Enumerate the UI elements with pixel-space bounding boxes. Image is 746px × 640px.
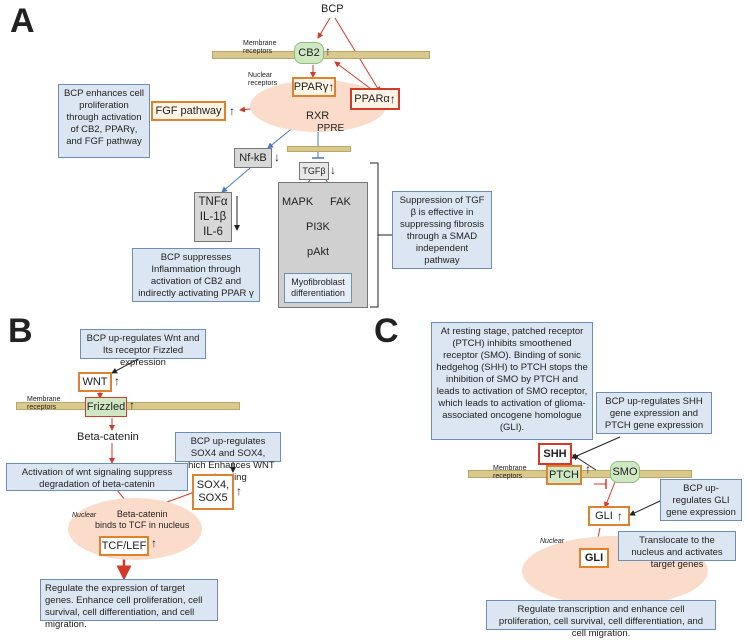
smo-receptor: SMO <box>610 461 640 483</box>
note-proliferation: BCP enhances cell proliferation through … <box>58 84 150 158</box>
up-arrow-icon: ↑ <box>229 104 235 118</box>
shh-box: SHH <box>538 443 572 465</box>
note-inflammation: BCP suppresses Inflammation through acti… <box>132 248 260 302</box>
up-arrow-icon: ↑ <box>325 44 331 58</box>
tgf-box: TGFβ <box>299 162 329 180</box>
sox-box: SOX4, SOX5 <box>192 474 234 510</box>
nfkb-box: Nf-kB <box>234 148 272 168</box>
bcp-label: BCP <box>321 3 344 15</box>
myofibroblast-box: Myofibroblast differentiation <box>284 273 352 303</box>
note-gli: BCP up-regulates GLI gene expression <box>660 479 742 521</box>
ppar-alpha-box: PPARα↑ <box>350 88 400 110</box>
ppar-gamma-box: PPARγ↑ <box>292 77 336 97</box>
up-arrow-icon: ↑ <box>236 484 242 498</box>
dna-bar <box>287 146 351 152</box>
pi3k-label: PI3K <box>306 221 330 233</box>
panel-letter-b: B <box>8 312 33 350</box>
cb2-receptor: CB2 <box>294 42 324 64</box>
up-arrow-icon: ↑ <box>328 80 335 94</box>
note-wnt: BCP up-regulates Wnt and Its receptor Fi… <box>80 329 206 368</box>
ptch-receptor: PTCH <box>546 465 582 485</box>
membrane-receptors-label-c: Membrane receptors <box>493 465 527 480</box>
fgf-pathway-box: FGF pathway <box>151 101 226 121</box>
down-arrow-icon: ↓ <box>274 150 280 164</box>
tcf-box: TCF/LEF <box>99 536 149 556</box>
up-arrow-icon: ↑ <box>129 398 135 412</box>
gli-box-1: GLI↑ <box>588 506 630 526</box>
il1-label: IL-1β <box>199 210 227 223</box>
arrow-bcp-cb2 <box>317 17 331 39</box>
pakt-label: pAkt <box>307 246 330 258</box>
il6-label: IL-6 <box>203 225 223 238</box>
membrane-receptors-label-a: Membrane receptors <box>243 40 277 55</box>
fak-label: FAK <box>330 196 351 208</box>
note-translocate: Translocate to the nucleus and activates… <box>618 531 736 570</box>
up-arrow-icon: ↑ <box>151 536 157 550</box>
note-activation: Activation of wnt signaling suppress deg… <box>6 463 188 491</box>
up-arrow-icon: ↑ <box>616 509 623 523</box>
cytokines-box: TNFα IL-1β IL-6 <box>194 192 232 242</box>
up-arrow-icon: ↑ <box>114 374 120 388</box>
beta-catenin-label: Beta-catenin <box>77 431 139 443</box>
nuclear-label-c: Nuclear <box>540 538 565 545</box>
binds-label: Beta-catenin binds to TCF in nucleus <box>95 509 190 530</box>
tnf-label: TNFα <box>198 195 228 208</box>
mapk-label: MAPK <box>282 196 314 208</box>
note-sox: BCP up-regulates SOX4 and SOX4, which En… <box>175 432 281 483</box>
up-arrow-icon: ↑ <box>389 92 396 106</box>
note-regulate-c: Regulate transcription and enhance cell … <box>486 600 716 639</box>
panel-letter-c: C <box>374 312 399 350</box>
frizzled-receptor: Frizzled <box>85 397 127 417</box>
up-arrow-icon: ↑ <box>585 462 591 476</box>
membrane-b <box>16 402 240 410</box>
gli-box-2: GLI <box>579 548 609 568</box>
nuclear-label-b: Nuclear <box>72 512 97 519</box>
panel-letter-a: A <box>10 2 35 40</box>
note-shh: BCP up-regulates SHH gene expression and… <box>596 392 712 434</box>
wnt-box: WNT <box>78 372 112 392</box>
ppre-label: PPRE <box>317 123 345 134</box>
arrow-nfkb-cytokines <box>221 167 251 193</box>
bracket <box>370 162 379 308</box>
note-regulate-b: Regulate the expression of target genes.… <box>40 579 218 630</box>
nuclear-receptors-label: Nuclear receptors <box>248 72 278 87</box>
arrow-ppara-cb2 <box>334 61 376 93</box>
rxr-label: RXR <box>306 110 330 122</box>
down-arrow-icon: ↓ <box>330 163 336 177</box>
note-tgf: Suppression of TGF β is effective in sup… <box>392 191 492 269</box>
note-ptch: At resting stage, patched receptor (PTCH… <box>431 322 593 440</box>
membrane-receptors-label-b: Membrane receptors <box>27 396 61 411</box>
